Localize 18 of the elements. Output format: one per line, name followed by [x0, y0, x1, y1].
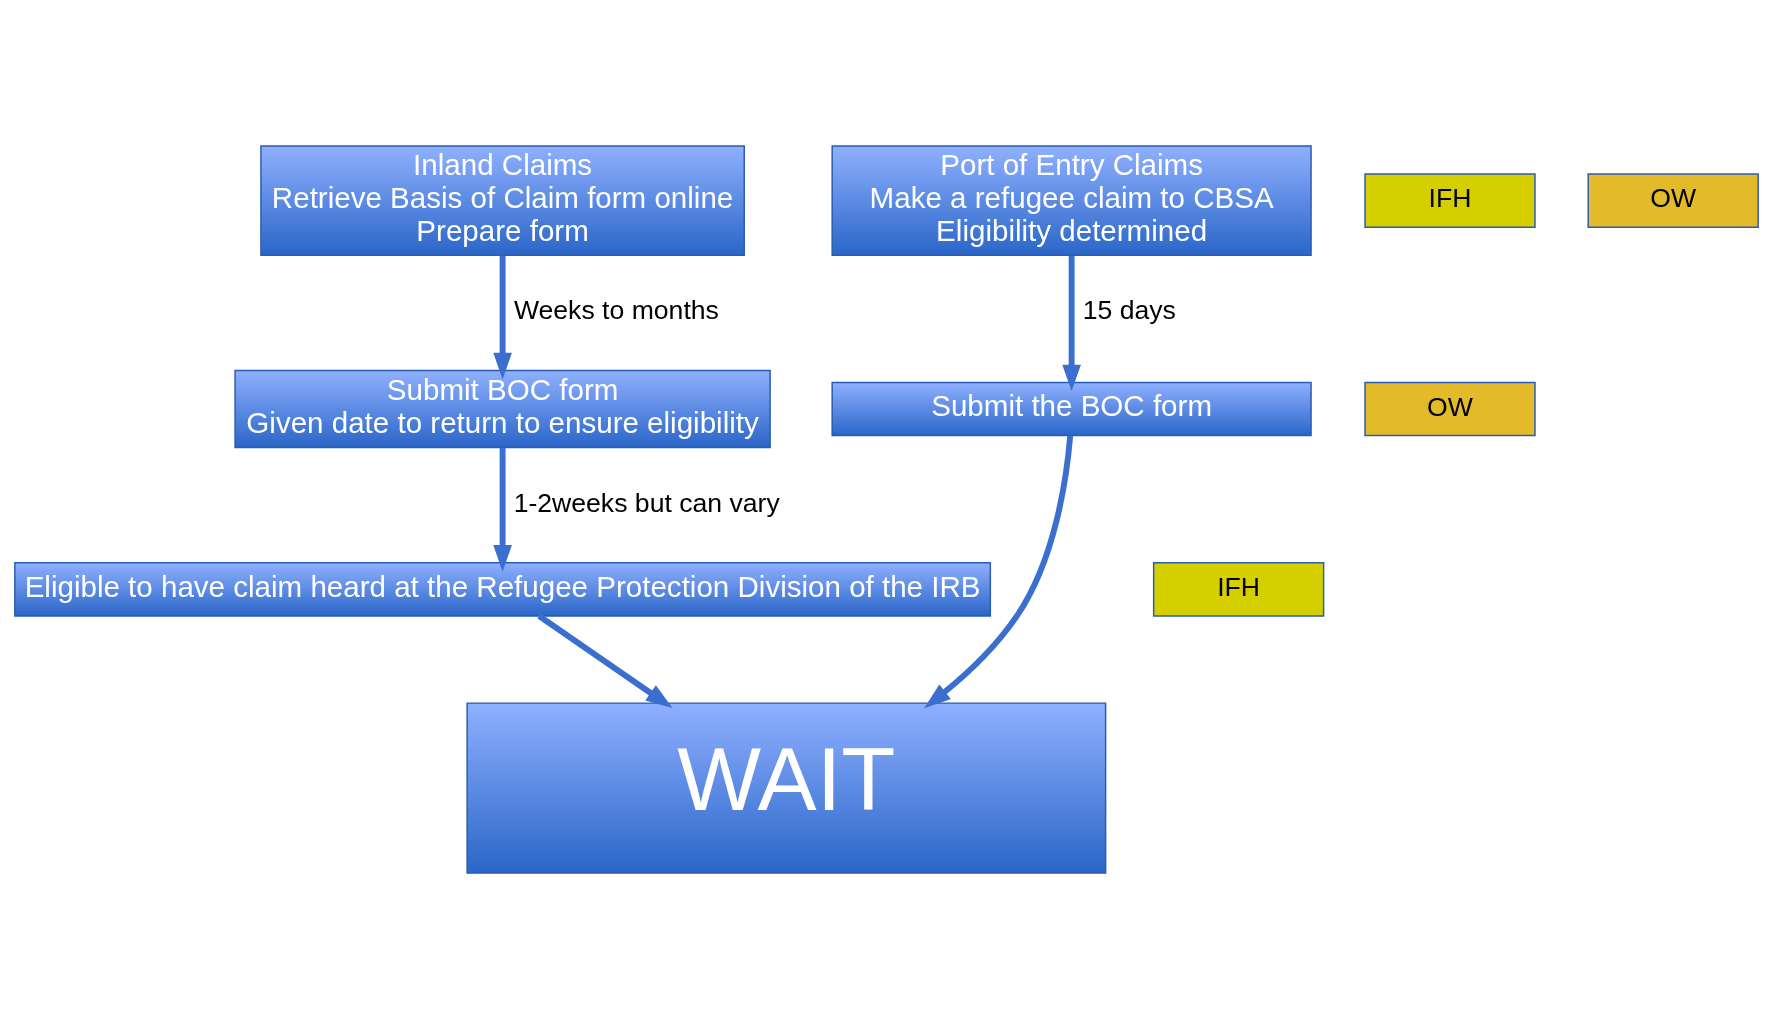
edge-label: Weeks to months [513, 295, 719, 326]
arrow [924, 435, 1074, 709]
node-box: OW [1364, 381, 1536, 437]
node-box: OW [1587, 173, 1759, 228]
node-box: WAIT [466, 702, 1107, 874]
arrow [1062, 255, 1081, 392]
edge-label: 1-2weeks but can vary [513, 487, 780, 518]
arrow [493, 255, 512, 380]
node-box: Eligible to have claim heard at the Refugee Protection Division of the IRB [14, 561, 992, 617]
node-box: Inland Claims Retrieve Basis of Claim form online Prepare form [260, 145, 745, 256]
arrow [537, 613, 673, 709]
arrow [493, 447, 512, 572]
node-box: Submit the BOC form [831, 381, 1312, 437]
edge-label: 15 days [1082, 295, 1176, 326]
node-box: IFH [1364, 173, 1536, 228]
node-box: Submit BOC form Given date to return to ensure eligibility [234, 369, 771, 449]
node-box: Port of Entry Claims Make a refugee claim to CBSA Eligibility determined [831, 145, 1312, 256]
node-box: IFH [1152, 561, 1325, 617]
